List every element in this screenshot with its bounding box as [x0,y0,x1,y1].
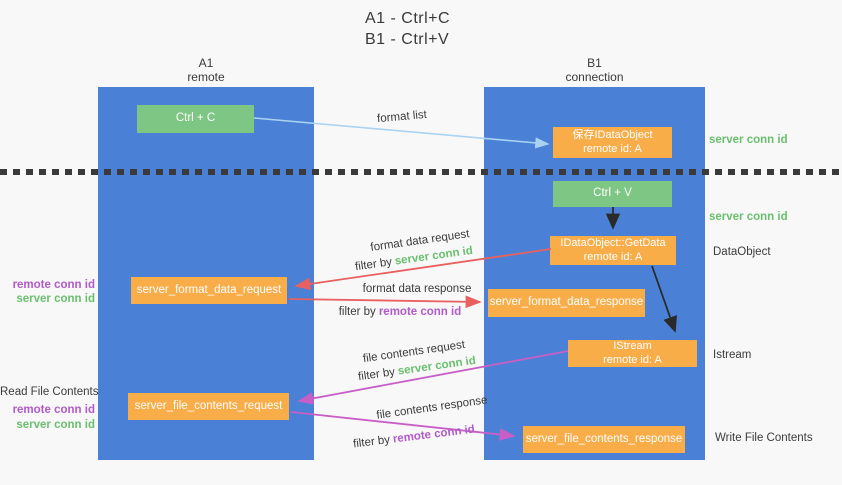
node-server-format-data-response: server_format_data_response [488,289,645,317]
column-a-role: remote [187,70,225,84]
node-ctrl-v-label: Ctrl + V [593,187,632,200]
filter-remote-conn-id: remote conn id [378,306,462,318]
right-label-dataobject: DataObject [713,246,771,258]
node-save-dataobject: 保存IDataObject remote id: A [553,127,672,158]
node-istream-line2: remote id: A [603,353,662,366]
node-format-response-label: server_format_data_response [489,296,644,309]
node-ctrl-c-label: Ctrl + C [175,112,216,125]
column-b-header: B1 connection [484,56,705,84]
node-istream: IStream remote id: A [568,340,697,367]
left-label-server-conn-id-1: server conn id [16,293,95,305]
diagram-title: A1 - Ctrl+C B1 - Ctrl+V [365,8,450,50]
node-idataobject-getdata: IDataObject::GetData remote id: A [550,236,676,265]
left-label-remote-conn-id-1: remote conn id [12,279,95,291]
right-label-server-conn-id-2: server conn id [709,211,788,223]
node-server-format-data-request: server_format_data_request [131,277,287,304]
node-getdata-line1: IDataObject::GetData [560,237,666,249]
title-line-ctrl-v: B1 - Ctrl+V [365,31,450,48]
node-getdata-line2: remote id: A [583,250,643,263]
filter-prefix: filter by [338,306,376,318]
node-file-request-label: server_file_contents_request [134,399,283,412]
node-save-dataobject-line2: remote id: A [583,142,642,155]
column-b-name: B1 [587,56,602,70]
node-ctrl-v: Ctrl + V [553,181,672,207]
column-b-role: connection [565,70,624,84]
right-label-istream: Istream [713,349,752,361]
right-label-write-file-contents: Write File Contents [715,432,813,444]
filter-remote-conn-id: remote conn id [392,423,476,446]
arrow-format-data-response [288,295,482,309]
column-a-name: A1 [198,56,214,70]
node-save-dataobject-line1: 保存IDataObject [572,129,653,141]
flow-label-format-list: format list [376,108,428,126]
node-istream-line1: IStream [613,340,652,352]
flow-label-file-contents-response: file contents response [375,394,489,422]
filter-prefix: filter by [352,433,391,451]
node-server-file-contents-request: server_file_contents_request [128,393,289,420]
column-a-header: A1 remote [98,56,314,84]
node-format-request-label: server_format_data_request [136,283,282,296]
dotted-divider [0,169,842,175]
flow-label-format-data-response: format data response [362,283,472,295]
title-line-ctrl-c: A1 - Ctrl+C [365,10,451,27]
filter-prefix: filter by [354,256,393,274]
filter-prefix: filter by [357,366,396,384]
node-ctrl-c: Ctrl + C [137,105,254,133]
left-label-server-conn-id-2: server conn id [16,419,95,431]
node-server-file-contents-response: server_file_contents_response [523,426,685,453]
node-file-response-label: server_file_contents_response [525,432,683,445]
left-label-remote-conn-id-2: remote conn id [12,404,95,416]
left-label-read-file-contents: Read File Contents [0,386,99,398]
right-label-server-conn-id-1: server conn id [709,134,788,146]
